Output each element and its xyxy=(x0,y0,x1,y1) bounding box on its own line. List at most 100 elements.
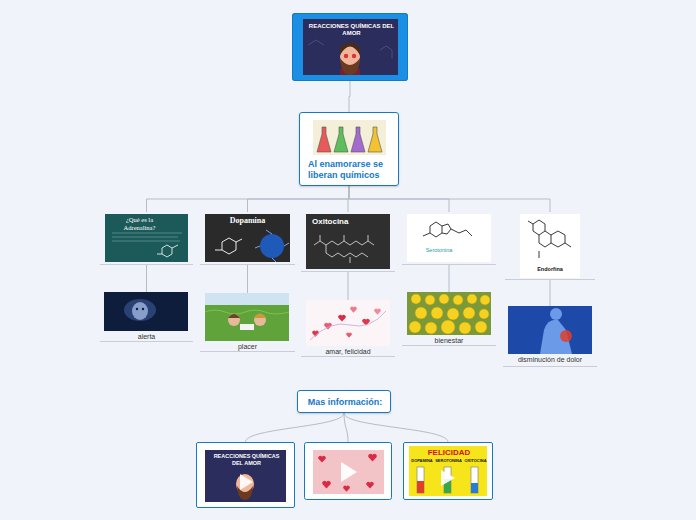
dolor-image xyxy=(540,320,572,354)
title-image xyxy=(344,54,348,58)
placer-image xyxy=(228,314,240,326)
video-thumbnail xyxy=(205,450,286,502)
image-title: Endorfina xyxy=(525,266,575,273)
dolor-image xyxy=(508,306,592,354)
bienestar-image xyxy=(439,294,449,304)
title-image xyxy=(303,19,398,75)
tube-label: OXITOCINA xyxy=(463,459,488,464)
amar-image xyxy=(374,309,381,315)
image-title: Serotonina xyxy=(418,247,460,254)
alerta-image xyxy=(136,308,138,310)
hearts-video xyxy=(305,443,392,500)
amar-image xyxy=(306,300,390,346)
felicidad-video xyxy=(417,467,424,493)
chemical-card: Oxitocina xyxy=(301,212,395,272)
title-image xyxy=(340,58,360,75)
image-title: REACCIONES QUÍMICAS DEL AMOR xyxy=(208,453,285,466)
connector xyxy=(147,186,350,212)
placer-image xyxy=(254,314,266,326)
chemical-card: Dopamina xyxy=(200,212,295,265)
flasks-image xyxy=(313,120,386,155)
connector xyxy=(146,265,147,292)
dopamina-image xyxy=(260,234,284,258)
bienestar-image xyxy=(463,307,475,319)
chemical-card: Serotonina xyxy=(402,212,496,265)
felicidad-video xyxy=(403,442,493,500)
felicidad-video xyxy=(417,481,424,493)
oxitocina-image xyxy=(314,235,374,263)
flasks-image xyxy=(317,127,331,152)
bienestar-image xyxy=(479,309,489,319)
alerta-image xyxy=(104,292,188,331)
endorfina-image xyxy=(520,214,580,278)
bienestar-image xyxy=(441,320,455,334)
alerta-image xyxy=(142,308,144,310)
oxitocina-image xyxy=(306,214,390,269)
placer-image xyxy=(205,310,289,314)
flasks-image xyxy=(299,112,399,186)
alerta-image xyxy=(132,302,148,320)
tube-label: SEROTONINA xyxy=(434,459,463,464)
hearts-video xyxy=(368,454,376,462)
dolor-image xyxy=(560,330,572,342)
tube-label: DOPAMINA xyxy=(410,459,434,464)
placer-image xyxy=(254,314,266,319)
bienestar-image xyxy=(407,292,491,335)
bienestar-image xyxy=(475,321,487,333)
section-label: Mas información: xyxy=(298,397,392,408)
effect-card: disminución de dolor xyxy=(503,306,597,367)
title-box: REACCIONES QUÍMICAS DEL AMOR xyxy=(292,13,408,81)
dopamina-image xyxy=(255,230,289,262)
flasks-image xyxy=(334,127,348,152)
adrenalina-image xyxy=(105,214,188,262)
connector xyxy=(246,413,345,442)
chemical-card: ¿Qué es la Adrenalina? xyxy=(100,212,193,265)
felicidad-video xyxy=(471,483,478,493)
serotonina-image xyxy=(423,222,472,237)
mas-informacion-box xyxy=(297,390,391,413)
bienestar-image xyxy=(467,294,477,304)
placer-image xyxy=(205,293,289,341)
caption: bienestar xyxy=(402,337,496,345)
image-title: FELICIDAD xyxy=(410,448,488,458)
connector xyxy=(550,280,551,306)
bienestar-image xyxy=(407,292,491,335)
bienestar-image xyxy=(409,294,490,334)
endorfina-image xyxy=(520,214,580,278)
flasks-image xyxy=(368,127,382,152)
hearts-video xyxy=(366,482,373,489)
dolor-image xyxy=(508,306,592,354)
bienestar-image xyxy=(459,322,471,334)
placer-image xyxy=(228,314,240,318)
bienestar-image xyxy=(411,294,421,304)
image-title: Dopamina xyxy=(207,216,288,226)
hearts-video xyxy=(343,486,350,492)
felicidad-video xyxy=(403,442,493,500)
oxitocina-image xyxy=(306,214,390,269)
amar-image xyxy=(312,331,319,337)
placer-image xyxy=(205,305,289,341)
felicidad-video xyxy=(471,467,478,493)
hearts-video xyxy=(341,462,357,482)
serotonina-image xyxy=(407,214,491,262)
connector xyxy=(344,413,448,442)
flasks-image xyxy=(351,127,365,152)
image-title: REACCIONES QUÍMICAS DEL AMOR xyxy=(306,23,397,37)
title-image xyxy=(292,13,408,81)
connector xyxy=(449,265,450,292)
adrenalina-image xyxy=(112,233,182,241)
felicidad-video xyxy=(409,446,487,496)
bienestar-image xyxy=(431,307,443,319)
placer-image xyxy=(205,293,289,305)
bienestar-image xyxy=(425,322,437,334)
connector xyxy=(349,186,550,212)
connector xyxy=(348,272,349,300)
section-box: Mas información: xyxy=(297,390,391,413)
caption: placer xyxy=(200,343,295,351)
title-image xyxy=(292,13,408,81)
effect-card: placer xyxy=(200,293,295,352)
